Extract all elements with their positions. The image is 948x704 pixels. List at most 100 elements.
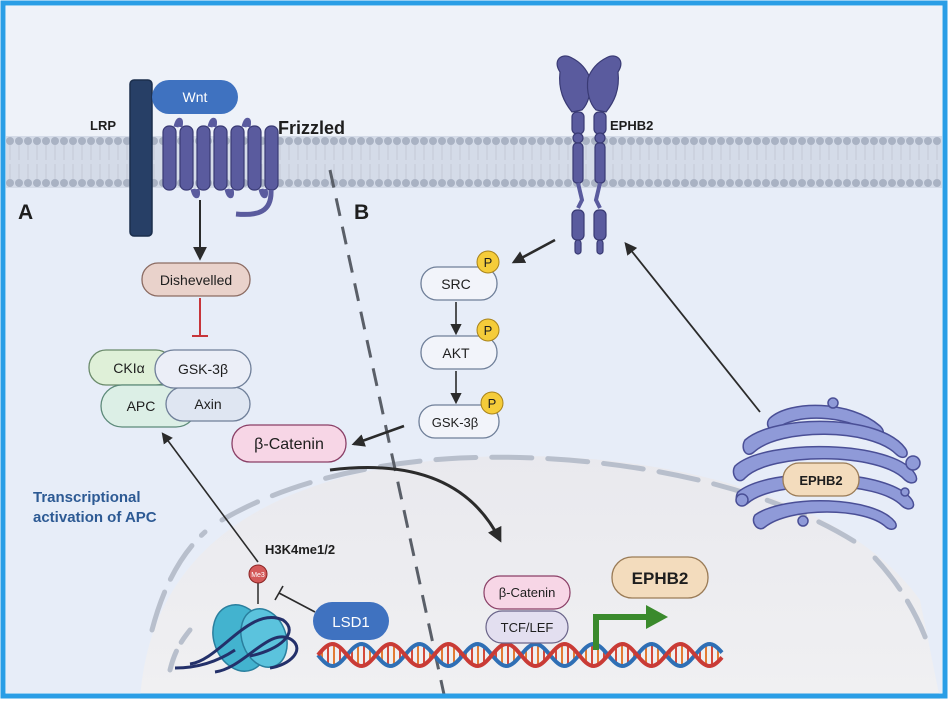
- akt-node: [420, 335, 498, 370]
- transcription-start-arrow: [593, 614, 648, 650]
- membrane-lipid-head: [663, 179, 671, 187]
- membrane-lipid-head: [645, 137, 653, 145]
- membrane-lipid-head: [303, 179, 311, 187]
- panel-label-a: A: [18, 201, 33, 224]
- membrane-lipid-head: [33, 137, 41, 145]
- membrane-lipid-head: [798, 179, 806, 187]
- membrane-lipid-head: [294, 179, 302, 187]
- membrane-lipid-head: [402, 179, 410, 187]
- membrane-lipid-head: [906, 179, 914, 187]
- membrane-lipid-head: [69, 137, 77, 145]
- membrane-lipid-head: [852, 179, 860, 187]
- transcriptional-activation-line1: Transcriptional: [33, 489, 141, 506]
- membrane-lipid-head: [636, 179, 644, 187]
- dna-strand-2: [316, 641, 724, 669]
- golgi-apparatus: [732, 397, 921, 530]
- membrane-lipid-head: [807, 179, 815, 187]
- tcf-lef-node: [485, 610, 569, 644]
- panel-divider: [328, 169, 447, 700]
- membrane-lipid-head: [78, 137, 86, 145]
- akt-phospho-label: P: [484, 323, 493, 338]
- h3k4-label: H3K4me1/2: [265, 542, 335, 557]
- membrane-lipid-head: [726, 137, 734, 145]
- membrane-lipid-head: [375, 137, 383, 145]
- membrane-lipid-head: [789, 137, 797, 145]
- gsk3b-phospho-label: P: [488, 396, 497, 411]
- membrane-lipid-head: [24, 137, 32, 145]
- membrane-lipid-head: [816, 179, 824, 187]
- frizzled-receptor: [162, 117, 279, 217]
- membrane-lipid-head: [690, 179, 698, 187]
- membrane-lipid-head: [726, 179, 734, 187]
- membrane-lipid-head: [411, 179, 419, 187]
- ephb2-gene-label: EPHB2: [632, 569, 689, 588]
- membrane-lipid-head: [42, 179, 50, 187]
- membrane-lipid-head: [501, 179, 509, 187]
- membrane-lipid-head: [429, 179, 437, 187]
- membrane-lipid-head: [582, 137, 590, 145]
- lrp-label: LRP: [90, 118, 116, 133]
- membrane-lipid-head: [681, 137, 689, 145]
- membrane-lipid-head: [654, 179, 662, 187]
- membrane-lipid-head: [915, 137, 923, 145]
- membrane-lipid-head: [483, 179, 491, 187]
- membrane-lipid-head: [294, 137, 302, 145]
- me3-mark: [248, 564, 268, 584]
- arrow-beta-catenin-to-nucleus: [329, 466, 502, 543]
- membrane-lipid-head: [519, 179, 527, 187]
- membrane-lipid-head: [456, 137, 464, 145]
- membrane-lipid-head: [339, 179, 347, 187]
- src-label: SRC: [441, 276, 471, 292]
- membrane-lipid-head: [321, 179, 329, 187]
- axin-label: Axin: [194, 396, 221, 412]
- membrane-lipid-head: [762, 137, 770, 145]
- membrane-lipid-head: [384, 179, 392, 187]
- membrane-lipid-head: [420, 137, 428, 145]
- akt-phospho: [476, 318, 500, 342]
- wnt-label: Wnt: [183, 89, 208, 105]
- beta-catenin-label: β-Catenin: [254, 436, 324, 453]
- transcription-arrowhead: [646, 605, 668, 629]
- wnt-ligand: [152, 80, 238, 114]
- membrane-lipid-head: [924, 179, 932, 187]
- membrane-lipid-head: [798, 137, 806, 145]
- membrane-lipid-head: [816, 137, 824, 145]
- membrane-lipid-head: [285, 137, 293, 145]
- membrane-lipid-head: [402, 137, 410, 145]
- membrane-lipid-head: [843, 137, 851, 145]
- membrane-lipid-head: [330, 137, 338, 145]
- golgi-ephb2-label: EPHB2: [799, 473, 842, 488]
- membrane-lipid-head: [582, 179, 590, 187]
- inhibition-lsd1-me3: [274, 585, 316, 613]
- panel-label-b: B: [354, 201, 369, 224]
- membrane-lipid-head: [555, 137, 563, 145]
- membrane-lipid-head: [771, 137, 779, 145]
- membrane-lipid-head: [42, 137, 50, 145]
- membrane-lipid-head: [609, 179, 617, 187]
- nuclear-envelope: [149, 454, 933, 673]
- lsd1-node: [313, 602, 389, 640]
- membrane-lipid-head: [411, 137, 419, 145]
- membrane-lipid-head: [123, 179, 131, 187]
- nucleosome: [174, 580, 299, 674]
- membrane-lipid-head: [96, 137, 104, 145]
- membrane-lipid-head: [393, 179, 401, 187]
- membrane-lipid-head: [555, 179, 563, 187]
- membrane-lipid-head: [681, 179, 689, 187]
- membrane-lipid-head: [672, 179, 680, 187]
- membrane-lipid-head: [699, 179, 707, 187]
- membrane-lipid-head: [519, 137, 527, 145]
- membrane-lipid-head: [501, 137, 509, 145]
- membrane-lipid-head: [285, 179, 293, 187]
- membrane-lipid-head: [861, 179, 869, 187]
- membrane-lipid-head: [717, 137, 725, 145]
- membrane-lipid-head: [51, 179, 59, 187]
- membrane-lipid-head: [744, 179, 752, 187]
- akt-label: AKT: [442, 345, 470, 361]
- membrane-lipid-head: [564, 137, 572, 145]
- src-node: [420, 266, 498, 301]
- membrane-lipid-head: [465, 137, 473, 145]
- membrane-lipid-head: [510, 137, 518, 145]
- membrane-lipid-head: [717, 179, 725, 187]
- transcriptional-activation-line2: activation of APC: [33, 509, 157, 526]
